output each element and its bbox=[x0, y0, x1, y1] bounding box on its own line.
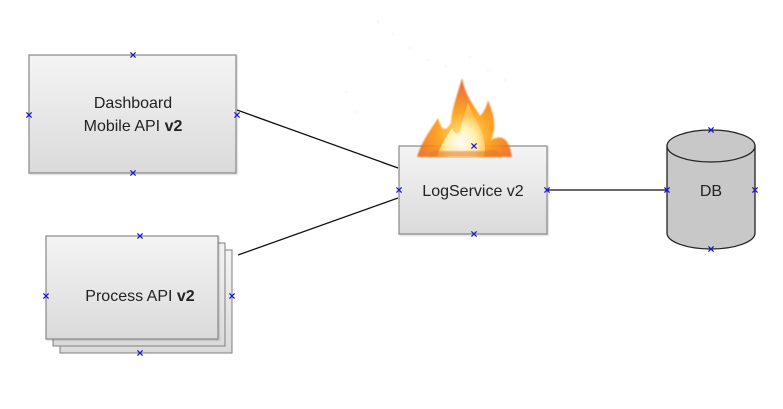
x-marker-icon[interactable] bbox=[228, 292, 236, 300]
node-label-version: v2 bbox=[165, 118, 183, 135]
x-marker-icon[interactable] bbox=[233, 111, 241, 119]
x-marker-icon[interactable] bbox=[707, 245, 715, 253]
node-label: DB bbox=[700, 183, 722, 200]
x-marker-icon[interactable] bbox=[751, 186, 759, 194]
x-marker-icon[interactable] bbox=[470, 230, 478, 238]
node-label: LogService v2 bbox=[422, 183, 523, 200]
x-marker-icon[interactable] bbox=[129, 51, 137, 59]
x-marker-icon[interactable] bbox=[136, 232, 144, 240]
x-marker-icon[interactable] bbox=[42, 292, 50, 300]
node-label-text: Process API bbox=[85, 288, 177, 305]
node-label-version: v2 bbox=[177, 288, 195, 305]
x-marker-icon[interactable] bbox=[25, 111, 33, 119]
connector-process-to-logservice[interactable] bbox=[237, 197, 399, 256]
x-marker-icon[interactable] bbox=[470, 142, 478, 150]
x-marker-icon[interactable] bbox=[663, 186, 671, 194]
x-marker-icon[interactable] bbox=[707, 126, 715, 134]
x-marker-icon[interactable] bbox=[136, 349, 144, 357]
node-dashboard-mobile-api[interactable]: Dashboard Mobile API v2 bbox=[28, 54, 237, 174]
node-db[interactable]: DB bbox=[666, 129, 756, 250]
x-marker-icon[interactable] bbox=[543, 186, 551, 194]
node-box bbox=[45, 235, 219, 340]
node-label-line2: Mobile API v2 bbox=[84, 118, 183, 135]
port-markers bbox=[25, 51, 759, 357]
x-marker-icon[interactable] bbox=[395, 186, 403, 194]
node-box bbox=[398, 145, 548, 235]
x-marker-icon[interactable] bbox=[129, 169, 137, 177]
node-box bbox=[28, 54, 237, 174]
node-label-line1: Dashboard bbox=[94, 95, 172, 112]
node-label: Process API v2 bbox=[85, 288, 194, 305]
node-logservice[interactable]: LogService v2 bbox=[398, 145, 548, 235]
db-cylinder-top bbox=[666, 129, 756, 163]
flame-icon bbox=[345, 20, 512, 157]
connectors bbox=[236, 109, 667, 256]
node-process-api[interactable]: Process API v2 bbox=[45, 235, 233, 354]
node-label-text: Mobile API bbox=[84, 118, 165, 135]
connector-dashboard-to-logservice[interactable] bbox=[236, 109, 399, 169]
